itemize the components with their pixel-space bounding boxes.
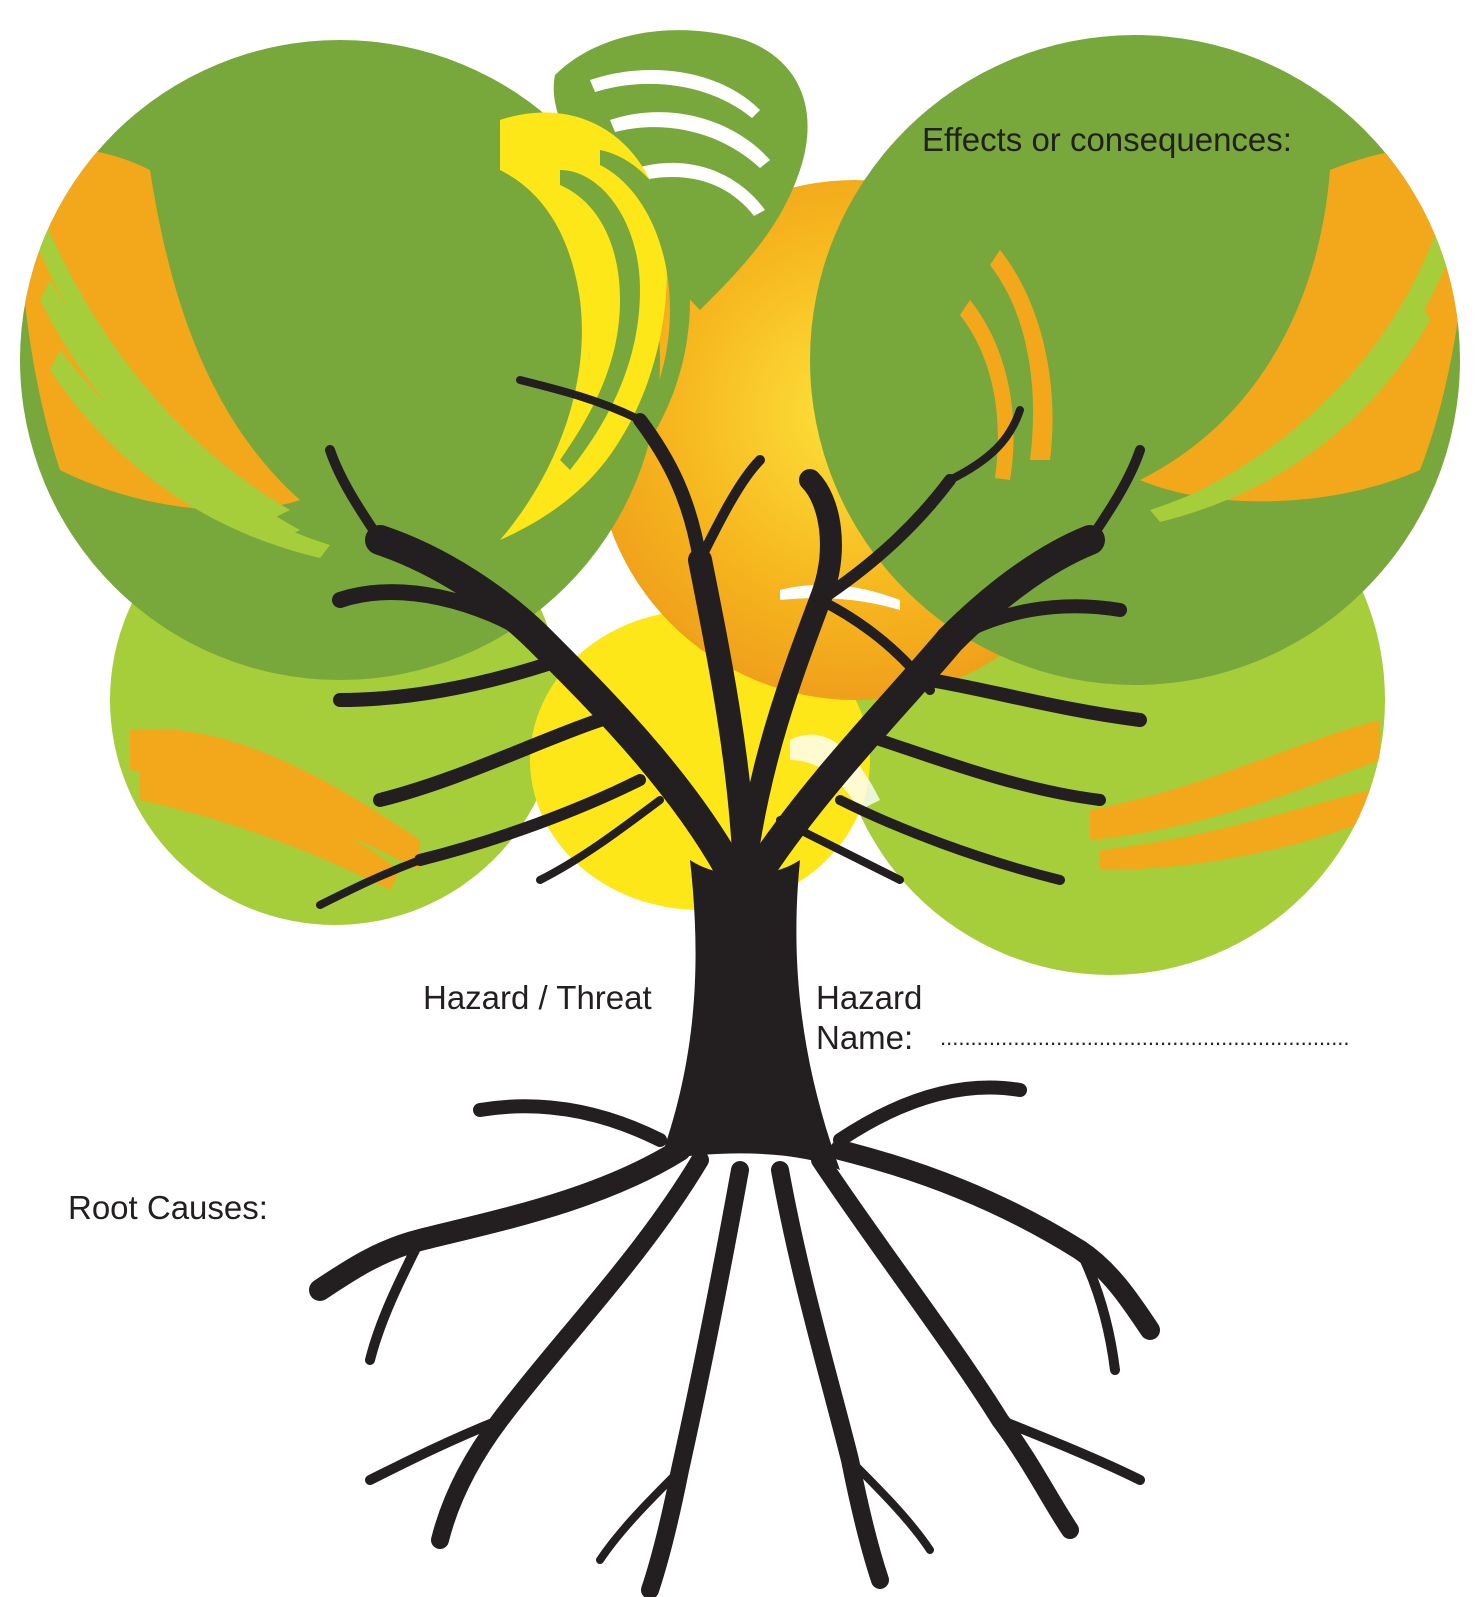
tree-roots [320,1087,1150,1590]
root-causes-label: Root Causes: [68,1188,268,1228]
effects-label: Effects or consequences: [922,120,1292,160]
hazard-name-blank[interactable]: ........................................… [940,1018,1350,1058]
hazard-threat-label: Hazard / Threat [423,978,652,1018]
hazard-name-label: Hazard Name: [816,978,936,1058]
